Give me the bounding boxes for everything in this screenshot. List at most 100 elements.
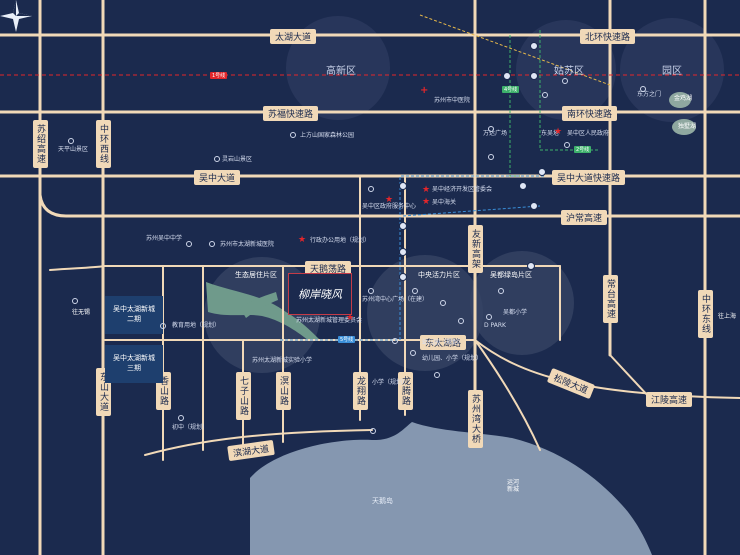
road-label-zhonghuan-east: 中环东线 xyxy=(698,290,713,338)
road-label-suzhou-bridge: 苏州湾大桥 xyxy=(468,390,483,448)
project-marker[interactable]: 柳岸晓风 xyxy=(288,273,352,315)
poi-dot-icon xyxy=(440,300,446,306)
place-dongwu: 东吴塔 xyxy=(541,130,560,137)
metro-station-icon xyxy=(503,72,511,80)
poi-dot-icon xyxy=(368,186,374,192)
poi-dot-icon xyxy=(458,318,464,324)
road-label-taihu: 太湖大道 xyxy=(270,29,317,44)
lake-jinji xyxy=(669,92,691,108)
road-label-sujiahang: 苏绍高速 xyxy=(33,120,48,168)
poi-dot-icon xyxy=(410,350,416,356)
metro-line-blue-h xyxy=(402,205,541,217)
district-halo-yuanqu xyxy=(620,18,724,122)
poi-dot-icon xyxy=(498,288,504,294)
metro-station-icon xyxy=(399,248,407,256)
road-label-changtai: 常台高速 xyxy=(603,275,618,323)
poi-dot-icon xyxy=(186,241,192,247)
place-to-shanghai: 往上海 xyxy=(718,313,737,320)
road-label-wuzhong-express: 吴中大道快速路 xyxy=(552,170,626,185)
place-yuan-zhongxue: 苏州吴中中学 xyxy=(146,235,183,242)
place-d-park: D PARK xyxy=(484,322,506,329)
phase-2-box: 吴中太湖新城 二期 xyxy=(105,296,163,334)
metro-line-yellow xyxy=(419,14,611,86)
district-gaoxin: 高新区 xyxy=(326,66,356,77)
metro-station-icon xyxy=(399,182,407,190)
district-yuanqu: 园区 xyxy=(662,66,682,77)
poi-dot-icon xyxy=(368,288,374,294)
hospital-cross-icon: + xyxy=(420,85,429,96)
road-label-wuzhong-ave: 吴中大道 xyxy=(194,170,241,185)
compass-icon xyxy=(0,0,32,32)
place-office-plan: 行政办公用地（规划） xyxy=(310,237,371,244)
place-wuzhong-gov: 吴中区人民政府 xyxy=(567,130,610,137)
poi-dot-icon xyxy=(290,132,296,138)
gov-star-icon: ★ xyxy=(422,197,431,207)
poi-dot-icon xyxy=(488,154,494,160)
metro-station-icon xyxy=(399,273,407,281)
project-name: 柳岸晓风 xyxy=(298,288,342,301)
road-label-north-ring: 北环快速路 xyxy=(580,29,636,44)
poi-dot-icon xyxy=(370,428,376,434)
metro-station-icon xyxy=(530,72,538,80)
road-label-dongtai: 东太湖路 xyxy=(420,335,467,350)
place-fazhan: 吴中经济开发区管委会 xyxy=(432,186,493,193)
poi-dot-icon xyxy=(392,338,398,344)
area-central-vitality: 中央活力片区 xyxy=(418,271,460,279)
place-xiaoxue-plan: 幼儿园、小学（规划） xyxy=(422,355,483,362)
road-label-qiluqiao: 七子山路 xyxy=(236,372,251,420)
metro-line-5 xyxy=(280,175,545,341)
metro-station-icon xyxy=(530,202,538,210)
area-wuzhong-green: 吴都绿岛片区 xyxy=(490,271,532,279)
place-tianping: 天平山景区 xyxy=(58,146,89,153)
poi-dot-icon xyxy=(160,323,166,329)
place-wuzhong-mall: 吴都小学 xyxy=(503,309,528,316)
place-tongjiang: 运河 新城 xyxy=(507,479,520,493)
poi-dot-icon xyxy=(640,86,646,92)
poi-dot-icon xyxy=(486,314,492,320)
place-jinji: 金鸡湖 xyxy=(674,95,693,102)
lake-dushu xyxy=(672,119,696,135)
road-label-tianhu: 天鹅荡路 xyxy=(305,261,352,276)
place-taihu-school: 苏州太湖新城实验小学 xyxy=(252,357,313,364)
river-green-branch xyxy=(240,292,278,318)
poi-dot-icon xyxy=(68,138,74,144)
road-label-south-ring: 南环快速路 xyxy=(562,106,618,121)
poi-dot-icon xyxy=(178,415,184,421)
metro-line-2 xyxy=(509,35,520,177)
phase-3-label: 吴中太湖新城 三期 xyxy=(113,354,155,372)
place-chuzhong: 初中（规划） xyxy=(172,424,209,431)
lake-taihu-label: 天鹅岛 xyxy=(372,497,393,505)
lake-taihu xyxy=(250,422,652,555)
phase-2-label: 吴中太湖新城 二期 xyxy=(113,305,155,323)
road-label-yinhu: 溟山路 xyxy=(276,372,291,410)
metro-station-icon xyxy=(399,222,407,230)
place-wuzhong-admin: 吴中区政府服务中心 xyxy=(362,203,417,210)
place-dongfang: 东方之门 xyxy=(637,91,662,98)
road-label-longxiang: 龙翔路 xyxy=(353,372,368,410)
place-taihu-hospital: 苏州市太湖新城医院 xyxy=(220,241,275,248)
road-label-zhongshan: 中环西线 xyxy=(96,120,111,168)
poi-dot-icon xyxy=(562,78,568,84)
gov-star-icon: ★ xyxy=(422,185,431,195)
district-halo-green xyxy=(470,251,574,355)
poi-dot-icon xyxy=(542,92,548,98)
place-wuzhong-ocean: 吴中海关 xyxy=(432,199,457,206)
river-green xyxy=(206,282,320,340)
poi-dot-icon xyxy=(488,126,494,132)
district-gusu: 姑苏区 xyxy=(554,66,584,77)
metro-line-4-tag: 4号线 xyxy=(502,86,520,93)
district-halo-gusu xyxy=(516,20,616,120)
road-label-huxi-highway: 江陵高速 xyxy=(646,392,693,407)
metro-station-icon xyxy=(538,168,546,176)
poi-dot-icon xyxy=(564,142,570,148)
road-label-huxi: 沪常高速 xyxy=(561,210,608,225)
metro-line-5-tag: 5号线 xyxy=(338,336,356,343)
place-shangfangshan: 上方山国家森林公园 xyxy=(300,132,355,139)
place-lingyan: 灵岩山景区 xyxy=(222,156,253,163)
gov-star-icon: ★ xyxy=(385,195,394,205)
place-wuzhong-center: 苏州湾中心广场（在建） xyxy=(362,296,429,303)
place-wanda: 万达广场 xyxy=(483,130,508,137)
poi-dot-icon xyxy=(214,156,220,162)
